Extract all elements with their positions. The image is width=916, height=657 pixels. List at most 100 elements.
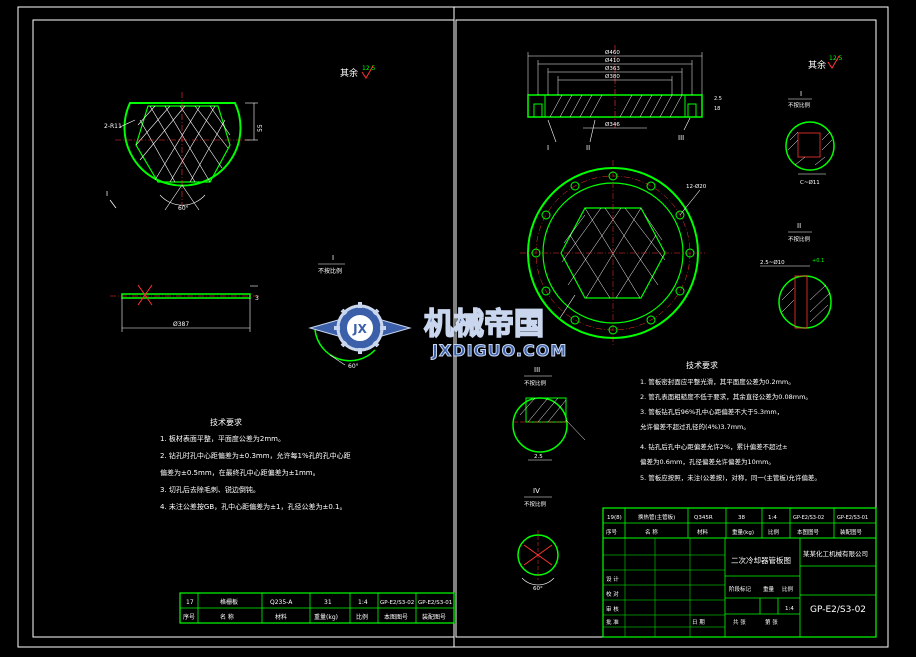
tb-r1-c1: 19(8) [607,515,622,521]
right-tech-line-6: 偏差为0.6mm，孔径偏差允许偏差为10mm。 [640,457,775,466]
left-tech-line-2: 2. 钻孔时孔中心距偏差为±0.3mm，允许每1%孔的孔中心距 [160,451,351,460]
left-tb-r1-c5: 1:4 [358,599,368,606]
hole-note: 12-Ø20 [686,183,707,190]
grating-hatch [135,105,231,183]
detail-i-scale: 不按比例 [788,101,811,109]
left-tb-r2-c1: 序号 [183,613,195,621]
tb-label-date: 日 期 [692,619,705,626]
detail-ii-scale: 不按比例 [788,235,811,243]
left-tb-r1-c7: GP-E2/S3-01 [418,600,452,606]
detail-ii-dim: 2.5~Ø10 [760,259,785,266]
left-tech-line-3: 偏差为±0.5mm，在最终孔中心距偏差为±1mm。 [160,468,320,477]
right-sheet: 其余 12.5 [512,45,877,638]
tb-drawing-number: GP-E2/S3-02 [810,605,866,615]
tb-r1-c4: 38 [738,515,745,521]
detail-ii-title: II [797,222,801,230]
grating-plate-section-view: 3 Ø387 [110,284,260,332]
right-tech-line-2: 2. 管孔表面粗糙度不低于要求，其余直径公差为0.08mm。 [640,392,812,401]
detail-iv-title: IV [533,487,540,495]
tb-r2-c6: 本图图号 [797,528,820,536]
drawing-frames [17,6,889,648]
right-small-dim-b: 18 [714,106,720,112]
left-tb-r2-c7: 装配图号 [422,613,446,621]
detail-i: I 不按比例 C~Ø11 [785,90,835,186]
tb-sheet-total: 共 张 [733,618,746,626]
dim-thickness: 3 [255,295,259,302]
roughness-symbol-icon [361,65,374,79]
detail-iii: III 不按比例 2.5 [512,366,586,461]
right-title-block-text: 19(8) 换热管(主管板) Q345R 38 1:4 GP-E2/S3-02 … [606,513,868,626]
left-tech-requirements: 技术要求 1. 板材表面平整，平面度公差为2mm。 2. 钻孔时孔中心距偏差为±… [160,417,351,511]
callout-ii: II [586,144,590,152]
tb-r1-c3: Q345R [694,515,713,521]
detail-view-title-left: I [332,254,334,262]
left-angle-label: 60° [178,205,189,212]
dim-seat: Ø346 [605,121,620,128]
roughness-note-right: 其余 [808,59,826,71]
left-tech-title: 技术要求 [210,417,242,427]
tb-r2-c4: 重量(kg) [732,528,754,536]
tb-r1-c2: 换热管(主管板) [638,513,675,521]
detail-ii: II 不按比例 2.5~Ø10 +0.1 [760,222,832,329]
bolt-holes [531,171,695,335]
left-detail-angle: 60° [348,363,359,370]
left-tb-r2-c6: 本图图号 [384,613,408,621]
left-tb-r2-c4: 重量(kg) [314,613,338,621]
tb-sheet-number: 第 张 [765,618,778,626]
tubesheet-section-view: Ø460 Ø410 Ø363 Ø380 Ø346 I II III 2.5 18 [527,45,722,152]
left-tech-line-1: 1. 板材表面平整，平面度公差为2mm。 [160,434,285,443]
right-tech-line-4: 允许偏差不超过孔径的(4%)3.7mm。 [640,422,750,431]
roughness-value-right: 12.5 [829,55,843,62]
watermark-brand: 机械帝国 [424,307,544,342]
left-tech-line-5: 4. 未注公差按GB，孔中心距偏差为±1，孔径公差为±0.1。 [160,502,346,511]
right-tech-title: 技术要求 [686,360,718,370]
detail-iv-scale: 不按比例 [524,500,547,508]
left-tb-r2-c2: 名 称 [220,613,234,621]
dim-flat-diameter: Ø387 [173,321,189,328]
tubesheet-plan-view: 12-Ø20 [520,160,707,346]
left-tb-r1-c6: GP-E2/S3-02 [380,600,414,606]
watermark-emblem-text: JX [352,322,367,336]
tb-r2-c7: 装配图号 [840,528,863,536]
dim-bore: Ø380 [605,73,620,80]
watermark: JX 机械帝国 JXDIGUO.COM [308,302,567,361]
left-view-label-i: I [106,190,108,198]
dim-mid: Ø410 [605,57,620,64]
tb-label-approve: 批 准 [606,618,619,626]
detail-iii-dim: 2.5 [534,454,543,460]
tb-company: 某某化工机械有限公司 [803,549,868,558]
left-sheet: 其余 12.5 55 I 60° [104,65,455,624]
left-tb-r2-c3: 材料 [275,613,287,621]
detail-i-dim: C~Ø11 [800,179,820,186]
right-tech-line-3: 3. 管板钻孔后96%孔中心距偏差不大于5.3mm， [640,407,783,416]
callout-iii-top: III [678,134,684,142]
tb-label-review: 审 核 [606,605,619,613]
tb-r1-c7: GP-E2/S3-01 [837,515,868,521]
dim-outer: Ø460 [605,49,620,56]
tb-r2-c3: 材料 [697,528,709,536]
detail-i-title: I [800,90,802,98]
roughness-value-left: 12.5 [362,65,376,72]
right-small-dim-a: 2.5 [714,96,722,102]
left-title-block: 17 格栅板 Q235-A 31 1:4 GP-E2/S3-02 GP-E2/S… [179,592,455,624]
left-radius-callout: 2-R11 [104,123,122,130]
tb-r2-c1: 序号 [606,528,618,536]
tb-stage-scale: 比例 [782,585,794,593]
right-tech-line-5: 4. 钻孔后孔中心距偏差允许2%，累计偏差不超过± [640,442,788,451]
tb-stage-mark: 阶段标记 [729,585,752,593]
callout-i: I [547,144,549,152]
tb-r1-c6: GP-E2/S3-02 [793,515,824,521]
tb-r2-c2: 名 称 [645,528,658,536]
tb-r1-c5: 1:4 [768,515,777,521]
detail-iv-angle: 60° [533,586,543,592]
right-title-block [602,507,877,638]
detail-iii-scale: 不按比例 [524,379,547,387]
roughness-symbol-right-icon [827,55,840,69]
detail-view-scale-left: 不按比例 [318,267,342,275]
roughness-note-left: 其余 [340,67,358,79]
detail-iii-title: III [534,366,540,374]
left-tech-line-4: 3. 切孔后去除毛刺、锐边倒钝。 [160,485,260,494]
detail-ii-tolerance: +0.1 [812,258,824,264]
left-tb-r1-c3: Q235-A [270,599,293,606]
